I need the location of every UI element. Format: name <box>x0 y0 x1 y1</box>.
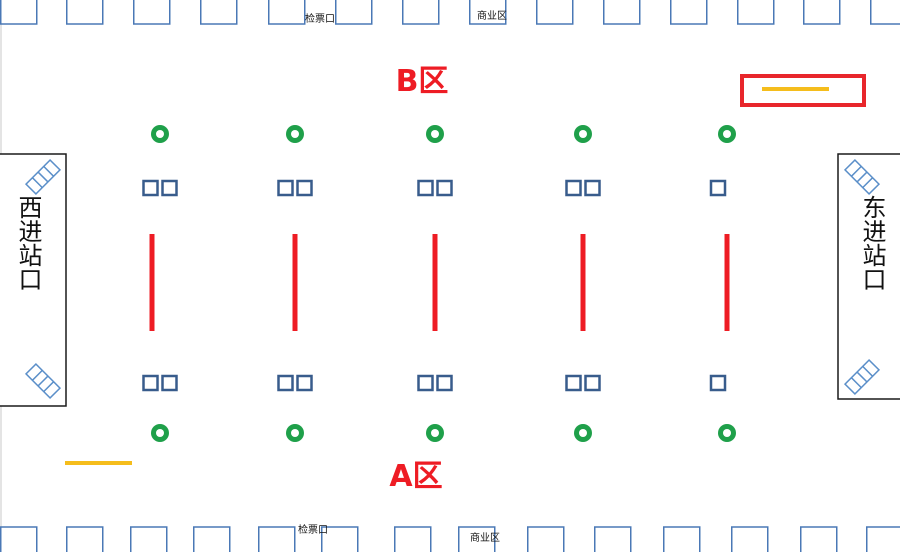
gate-cell <box>66 0 104 25</box>
gate-cell <box>200 0 238 25</box>
bottom-gate-row <box>0 526 900 552</box>
ticket-machine-icon <box>161 374 178 392</box>
gate-cell <box>335 0 373 25</box>
east-entrance-label: 东进站口 <box>858 195 886 291</box>
stairs-icon <box>24 362 62 400</box>
east-entrance[interactable]: 东进站口 <box>837 153 900 400</box>
east-entrance-frame <box>837 153 900 400</box>
gate-cell <box>321 526 359 552</box>
ticket-machine-icon <box>584 179 601 197</box>
platform-column <box>277 125 313 442</box>
platform-column <box>142 125 178 442</box>
marker-center <box>431 429 439 437</box>
ticket-machine-icon <box>584 374 601 392</box>
gate-cell <box>258 526 296 552</box>
gate-cell <box>603 0 641 25</box>
gate-cell <box>737 0 775 25</box>
platform-column <box>565 125 601 442</box>
zone-a-label: A区 <box>389 459 442 494</box>
west-entrance-frame <box>0 153 67 407</box>
gate-cell <box>670 0 708 25</box>
ticket-machine-icon <box>709 179 727 197</box>
top-gate-row <box>0 0 900 25</box>
ticket-machine-icon <box>417 179 434 197</box>
gate-cell <box>527 526 565 552</box>
gate-cell <box>870 0 900 25</box>
stairs-icon <box>843 358 881 396</box>
marker-center <box>579 429 587 437</box>
gate-cell <box>133 0 171 25</box>
gate-cell <box>0 526 38 552</box>
marker-center <box>723 429 731 437</box>
platform-column <box>417 125 453 442</box>
ticket-machine-icon <box>436 374 453 392</box>
gate-cell <box>268 0 306 25</box>
ticket-machine-icon <box>709 374 727 392</box>
ticket-machine-icon <box>277 374 294 392</box>
gate-cell <box>0 0 38 25</box>
bottom-shop-label: 商业区 <box>470 531 500 544</box>
marker-center <box>291 130 299 138</box>
platform-column <box>709 125 736 442</box>
gate-cell <box>394 526 432 552</box>
ticket-machine-icon <box>277 179 294 197</box>
gate-cell <box>663 526 701 552</box>
stairs-icon <box>24 158 62 196</box>
gate-cell <box>803 0 841 25</box>
ticket-machine-icon <box>565 179 582 197</box>
ticket-machine-icon <box>296 179 313 197</box>
ticket-machine-icon <box>436 179 453 197</box>
gate-cell <box>866 526 900 552</box>
platform-columns <box>142 125 736 442</box>
top-ticket-check-label: 检票口 <box>305 12 335 25</box>
marker-center <box>431 130 439 138</box>
marker-center <box>156 429 164 437</box>
marker-center <box>723 130 731 138</box>
gate-cell <box>193 526 231 552</box>
marker-center <box>291 429 299 437</box>
highlight-box <box>740 74 866 107</box>
marker-center <box>156 130 164 138</box>
stairs-icon <box>843 158 881 196</box>
gate-cell <box>130 526 168 552</box>
ticket-machine-icon <box>565 374 582 392</box>
gate-cell <box>402 0 440 25</box>
ticket-machine-icon <box>161 179 178 197</box>
gate-cell <box>66 526 104 552</box>
bottom-ticket-check-label: 检票口 <box>298 523 328 536</box>
gate-cell <box>458 526 496 552</box>
gate-cell <box>469 0 507 25</box>
gate-cell <box>731 526 769 552</box>
ticket-machine-icon <box>142 374 159 392</box>
zone-b-label: B区 <box>396 64 449 99</box>
marker-center <box>579 130 587 138</box>
ticket-machine-icon <box>296 374 313 392</box>
gate-cell <box>594 526 632 552</box>
ticket-machine-icon <box>417 374 434 392</box>
ticket-machine-icon <box>142 179 159 197</box>
gate-cell <box>800 526 838 552</box>
gate-cell <box>536 0 574 25</box>
west-entrance-label: 西进站口 <box>14 195 42 291</box>
top-shop-label: 商业区 <box>477 9 507 22</box>
west-entrance[interactable]: 西进站口 <box>0 153 67 407</box>
